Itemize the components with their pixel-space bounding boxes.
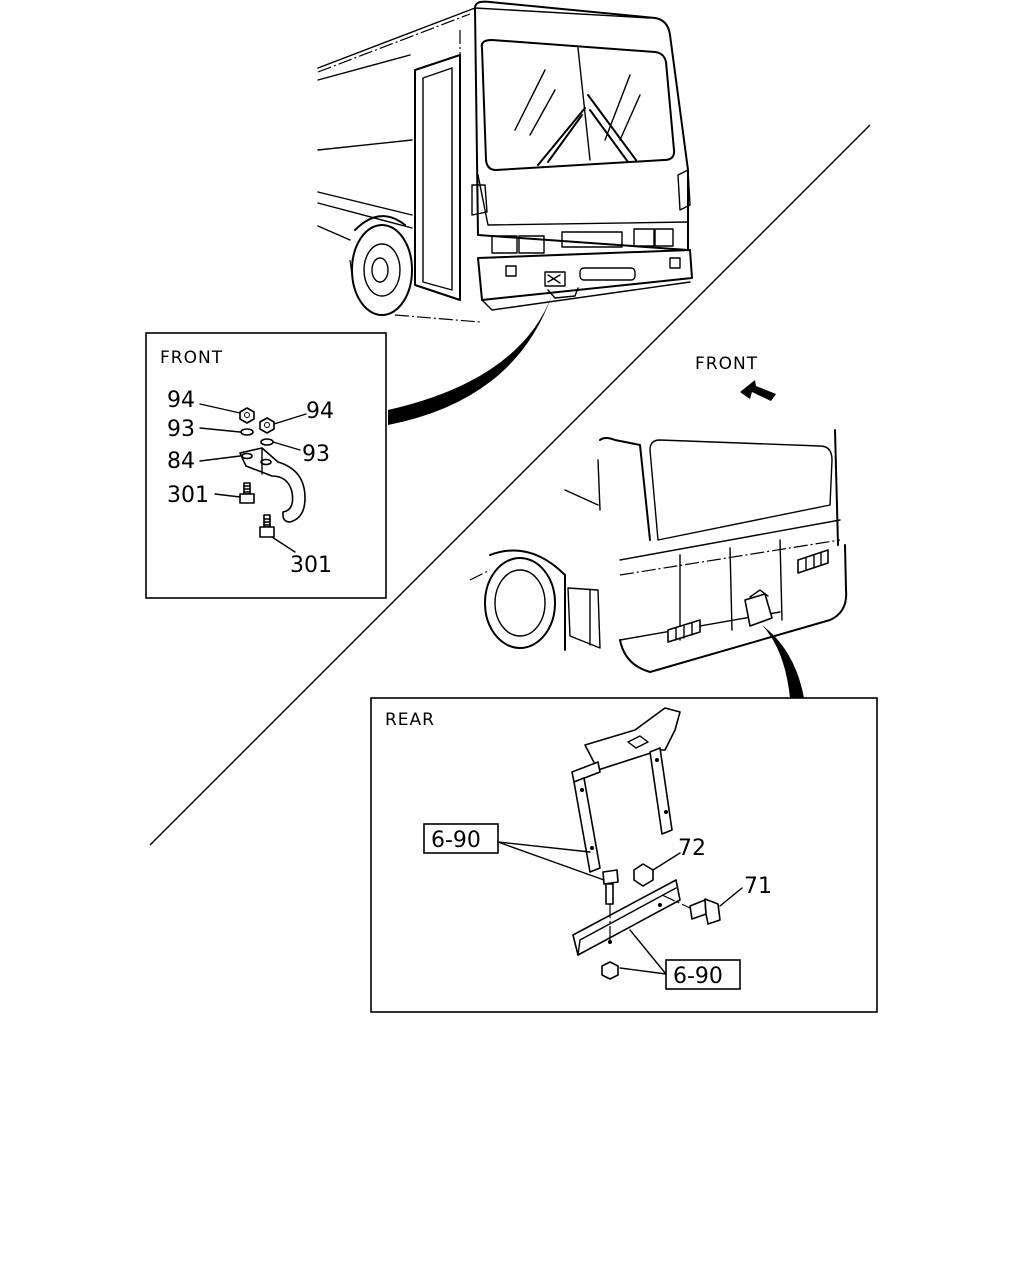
callout-301-right: 301 bbox=[290, 553, 332, 578]
callout-301-left: 301 bbox=[167, 483, 209, 508]
section-divider bbox=[149, 124, 871, 846]
nut-94-left bbox=[239, 407, 255, 424]
washer-93-right bbox=[260, 438, 274, 446]
nut-6-90 bbox=[601, 961, 619, 980]
nut-94-right bbox=[259, 417, 275, 434]
front-detail-panel: FRONT bbox=[145, 332, 387, 599]
washer-93-left bbox=[240, 428, 254, 436]
front-callout-arrow bbox=[388, 295, 552, 425]
bolt-301-left bbox=[239, 482, 255, 504]
nut-72 bbox=[633, 863, 654, 887]
bolt-71 bbox=[661, 894, 721, 925]
rear-callout-arrow bbox=[762, 625, 804, 698]
mounting-plate bbox=[572, 879, 681, 956]
tow-hook-84 bbox=[239, 447, 306, 523]
front-panel-label: FRONT bbox=[160, 348, 223, 368]
rear-panel-label: REAR bbox=[385, 710, 435, 730]
rear-detail-panel: REAR bbox=[370, 697, 878, 1013]
bolt-301-right bbox=[259, 514, 275, 538]
front-direction-indicator: FRONT bbox=[695, 354, 776, 401]
license-bracket bbox=[571, 707, 681, 873]
callout-94-left: 94 bbox=[167, 388, 195, 413]
callout-6-90-bottom: 6-90 bbox=[673, 964, 723, 989]
callout-94-right: 94 bbox=[306, 399, 334, 424]
callout-84: 84 bbox=[167, 449, 195, 474]
callout-93-left: 93 bbox=[167, 417, 195, 442]
callout-72: 72 bbox=[678, 836, 706, 861]
direction-label: FRONT bbox=[695, 354, 758, 374]
callout-93-right: 93 bbox=[302, 442, 330, 467]
bus-front-view bbox=[317, 0, 693, 323]
direction-arrow-icon bbox=[740, 380, 776, 401]
bus-rear-view bbox=[469, 429, 848, 673]
callout-71: 71 bbox=[744, 874, 772, 899]
callout-6-90-top: 6-90 bbox=[431, 828, 481, 853]
